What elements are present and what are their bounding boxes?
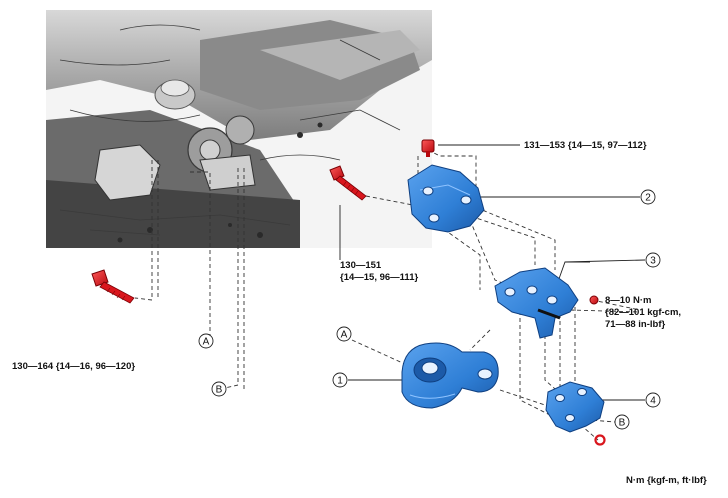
callout-1: 1 — [332, 372, 348, 388]
torque-nut-line2: {82—101 kgf-cm, — [605, 307, 681, 318]
callout-2: 2 — [640, 189, 656, 205]
part-4-bracket[interactable] — [545, 381, 605, 433]
nut-bottom-icon — [594, 434, 606, 446]
callout-b-right: B — [614, 414, 630, 430]
torque-nut-line3: 71—88 in-lbf} — [605, 319, 665, 330]
svg-text:A: A — [203, 337, 210, 348]
engine-illustration — [46, 10, 432, 248]
svg-text:B: B — [619, 418, 626, 429]
torque-long-bolt-line1: 130—151 — [340, 260, 382, 271]
svg-text:4: 4 — [650, 396, 656, 407]
svg-text:1: 1 — [337, 376, 343, 387]
callout-4: 4 — [645, 392, 661, 408]
part-1-mount[interactable] — [401, 342, 499, 409]
part-2-bracket[interactable] — [407, 164, 485, 233]
units-note: N·m {kgf-m, ft·lbf} — [626, 475, 707, 486]
bolt-long-icon — [329, 165, 367, 201]
svg-text:3: 3 — [650, 256, 656, 267]
svg-text:B: B — [216, 385, 223, 396]
nut-icon — [589, 295, 599, 305]
svg-text:A: A — [341, 330, 348, 341]
torque-engine-bolt: 130—164 {14—16, 96—120} — [12, 361, 135, 372]
bolt-top-icon — [421, 139, 435, 157]
torque-long-bolt-line2: {14—15, 96—111} — [340, 272, 418, 283]
callout-b-left: B — [211, 381, 227, 397]
callout-a-right: A — [336, 326, 352, 342]
bolt-engine-icon — [91, 269, 135, 304]
callout-lines — [339, 144, 646, 401]
svg-text:2: 2 — [645, 193, 651, 204]
callout-a-left: A — [198, 333, 214, 349]
torque-nut-line1: 8—10 N·m — [605, 295, 651, 306]
part-3-bracket[interactable] — [494, 267, 579, 339]
torque-top-bolt: 131—153 {14—15, 97—112} — [524, 140, 647, 151]
callout-3: 3 — [645, 252, 661, 268]
